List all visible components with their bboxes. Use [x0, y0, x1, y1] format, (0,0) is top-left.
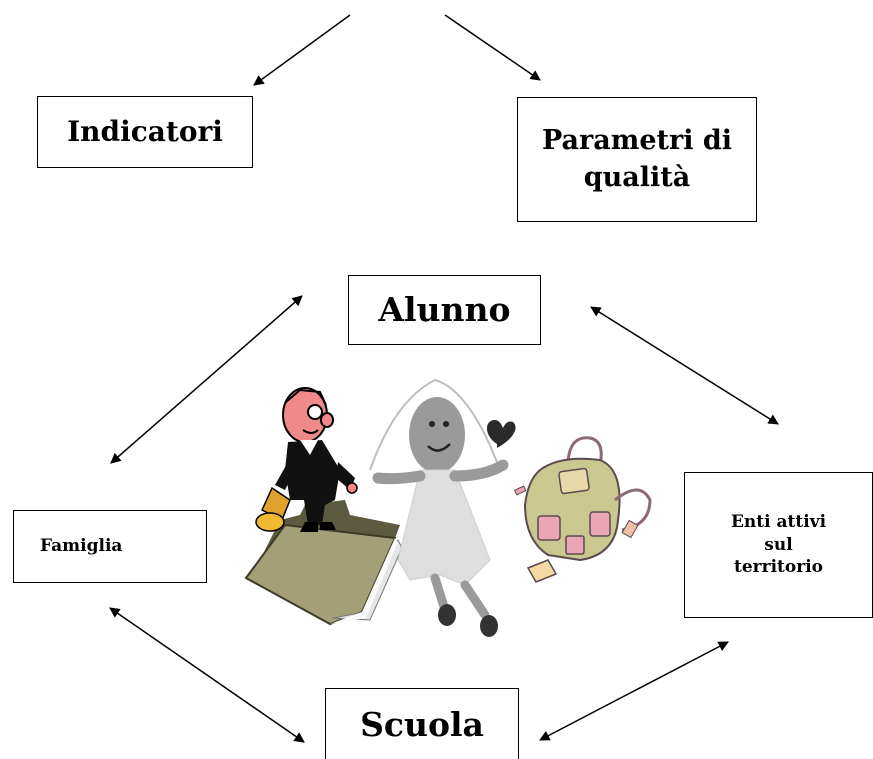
backpack-clipart — [513, 436, 652, 583]
node-enti-label-line1: Enti attivi — [730, 511, 827, 532]
node-alunno: Alunno — [348, 275, 541, 345]
node-parametri-label-line1: Parametri di — [541, 125, 733, 157]
arrow-alunno-famiglia — [110, 295, 303, 464]
node-parametri-di-qualita: Parametri di qualità — [517, 97, 757, 222]
node-enti-label-line2: sul — [764, 534, 793, 555]
node-indicatori: Indicatori — [37, 96, 253, 168]
node-enti-label-line3: territorio — [734, 557, 823, 578]
arrow-to-parametri — [444, 14, 541, 81]
node-enti-attivi: Enti attivi sul territorio — [684, 472, 873, 618]
node-indicatori-label: Indicatori — [67, 115, 223, 149]
node-parametri-label-line2: qualità — [583, 161, 691, 193]
arrow-scuola-enti — [539, 641, 729, 741]
node-famiglia-label: Famiglia — [40, 536, 123, 557]
arrow-to-indicatori — [253, 14, 351, 86]
node-scuola: Scuola — [325, 688, 519, 759]
arrow-famiglia-scuola — [109, 607, 305, 743]
node-famiglia: Famiglia — [13, 510, 207, 583]
node-scuola-label: Scuola — [360, 705, 484, 744]
teacher-clipart — [255, 387, 358, 532]
arrow-alunno-enti — [590, 306, 779, 425]
student-clipart — [369, 378, 516, 637]
node-alunno-label: Alunno — [378, 289, 511, 329]
folder-clipart — [244, 500, 403, 626]
